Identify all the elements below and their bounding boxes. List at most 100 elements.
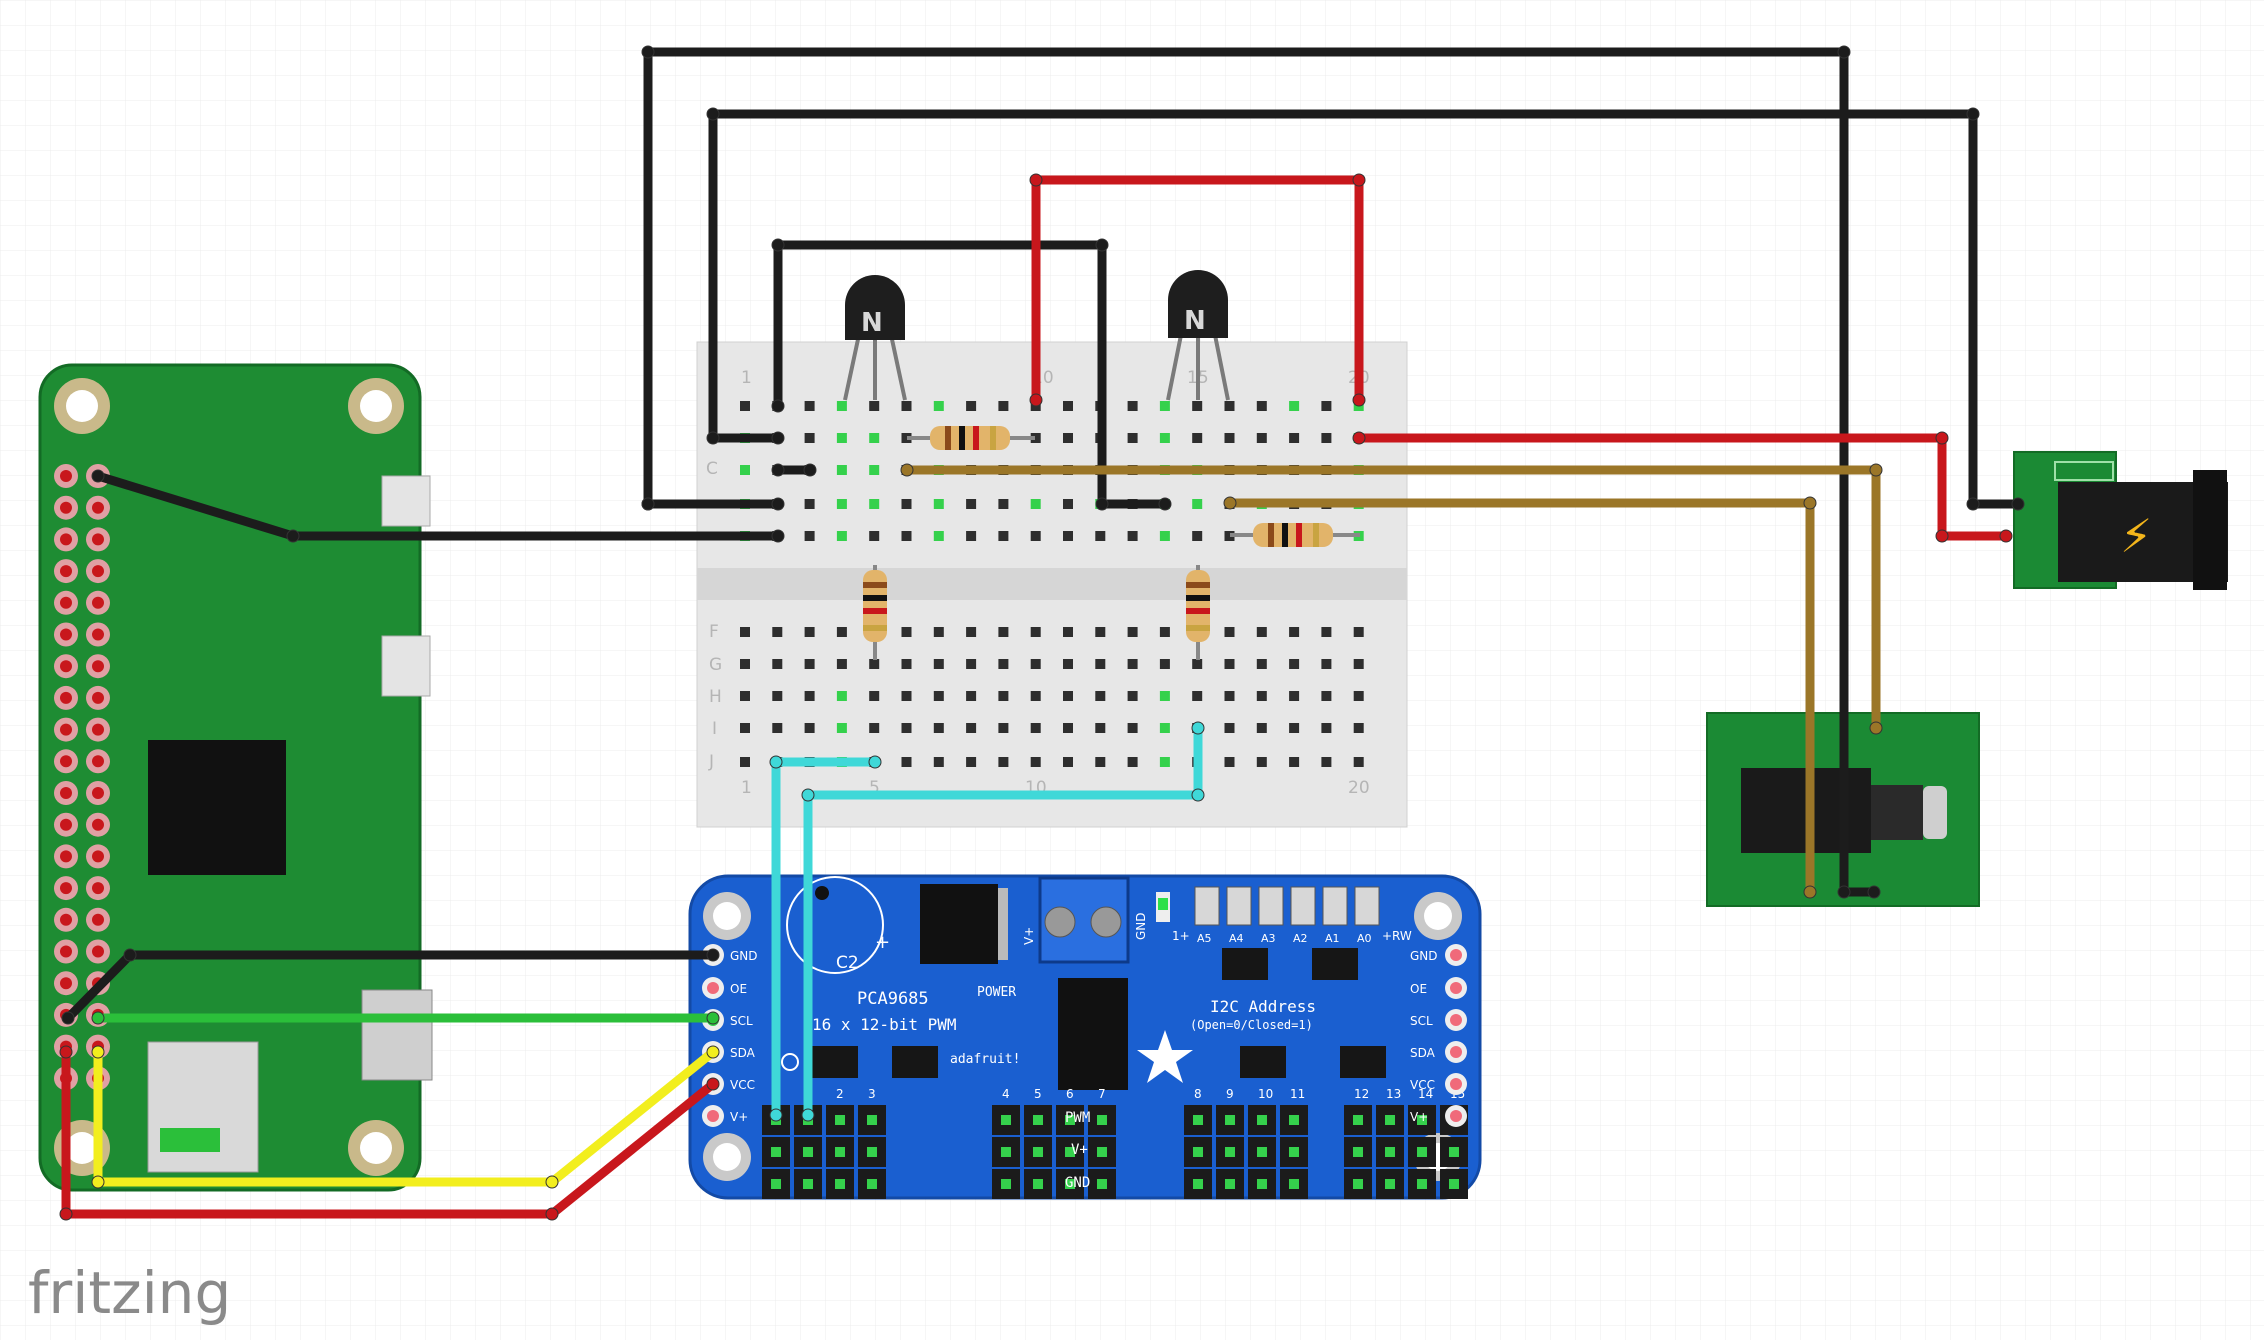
resistor-array-chip: [892, 1046, 938, 1078]
breadboard-hole: [1321, 659, 1332, 669]
breadboard-hole: [998, 627, 1009, 637]
resistor-array-chip: [1340, 1046, 1386, 1078]
breadboard-hole: [1289, 757, 1300, 767]
breadboard-hole: [1030, 757, 1041, 767]
header-pin-contact: [1449, 1179, 1459, 1189]
wire-red-1[interactable]: [1031, 175, 1364, 405]
wire-endpoint: [769, 1108, 783, 1122]
breadboard-hole: [901, 757, 912, 767]
breadboard-hole: [1063, 627, 1073, 637]
resistor-array-chip: [1222, 948, 1268, 980]
breadboard-hole: [1063, 659, 1073, 669]
wire-endpoint: [641, 497, 655, 511]
address-jumper[interactable]: [1354, 886, 1380, 926]
gpio-pin-hole: [60, 470, 72, 482]
gpio-pin-hole: [92, 818, 104, 831]
breadboard-hole: [1192, 401, 1203, 411]
breadboard-hole: [1159, 659, 1170, 669]
gpio-pin-hole: [60, 913, 72, 926]
dc-power-jack[interactable]: ⚡: [2013, 451, 2228, 590]
wire-yellow-1[interactable]: [93, 1047, 718, 1187]
header-pin-contact: [1065, 1179, 1075, 1189]
breadboard-hole: [1095, 723, 1106, 733]
breadboard-hole: [740, 723, 750, 733]
side-pin-label-left: VCC: [730, 1078, 755, 1092]
fritzing-logo: fritzing: [28, 1259, 231, 1327]
wire-red-3[interactable]: [61, 1047, 718, 1219]
header-pin-contact: [1033, 1115, 1043, 1125]
header-pin-contact: [1065, 1115, 1075, 1125]
pca9685-title: PCA9685: [857, 989, 929, 1009]
wire-endpoint: [706, 1011, 720, 1025]
breadboard-hole: [1127, 691, 1138, 701]
channel-number: 9: [1226, 1087, 1234, 1101]
gpio-pin-hole: [92, 913, 104, 926]
raspberry-pi-zero[interactable]: [38, 363, 433, 1192]
transistor-1-label: N: [861, 308, 883, 338]
address-jumper[interactable]: [1322, 886, 1348, 926]
breadboard-hole: [1159, 627, 1170, 637]
breadboard-hole: [933, 691, 944, 701]
address-jumper[interactable]: [1290, 886, 1316, 926]
side-pin-contact: [1450, 1110, 1462, 1122]
breadboard-hole: [740, 401, 750, 411]
wire-black-2[interactable]: [708, 109, 2023, 509]
transistor-1[interactable]: N: [843, 275, 907, 401]
breadboard-hole: [1063, 433, 1073, 443]
address-jumper[interactable]: [1258, 886, 1284, 926]
gpio-pin-hole: [60, 660, 72, 673]
breadboard-hole: [933, 723, 944, 733]
header-pin-contact: [803, 1179, 813, 1189]
breadboard-hole: [1159, 531, 1170, 541]
wire-endpoint: [771, 463, 785, 477]
gpio-pin-hole: [60, 977, 72, 990]
breadboard-hole: [1224, 691, 1235, 701]
side-pin-label-left: GND: [730, 949, 758, 963]
wire-red-2[interactable]: [1354, 433, 2011, 541]
breadboard-hole: [772, 723, 783, 733]
row-label-h: H: [709, 687, 722, 707]
gpio-pin-hole: [60, 501, 72, 514]
breadboard-hole: [869, 499, 880, 509]
wire-endpoint: [1352, 431, 1366, 445]
wire-endpoint: [641, 45, 655, 59]
breadboard-hole: [1127, 723, 1138, 733]
transistor-2[interactable]: N: [1166, 270, 1230, 401]
breadboard-hole: [836, 627, 847, 637]
side-pin-label-left: SCL: [730, 1014, 753, 1028]
breadboard-hole: [1224, 433, 1235, 443]
row-label-j: J: [708, 752, 714, 772]
breadboard-hole: [1256, 723, 1267, 733]
breadboard-hole: [869, 401, 880, 411]
wire-cyan-2[interactable]: [803, 723, 1203, 1120]
wire-endpoint: [91, 469, 105, 483]
channel-number: 5: [1034, 1087, 1042, 1101]
breadboard-hole: [1321, 401, 1332, 411]
header-pin-contact: [1033, 1179, 1043, 1189]
address-jumper[interactable]: [1194, 886, 1220, 926]
breadboard-hole: [740, 691, 750, 701]
breadboard-hole: [933, 659, 944, 669]
breadboard-hole: [1030, 499, 1041, 509]
wire-endpoint: [1837, 45, 1851, 59]
breadboard-hole: [966, 659, 977, 669]
wire-endpoint: [123, 948, 137, 962]
breadboard-hole: [869, 531, 880, 541]
header-pin-contact: [1385, 1179, 1395, 1189]
breadboard-hole: [1353, 757, 1364, 767]
breadboard-hole: [1159, 691, 1170, 701]
resistors: [863, 426, 1360, 660]
breadboard-hole: [772, 659, 783, 669]
breadboard-hole: [836, 723, 847, 733]
wire-endpoint: [1095, 238, 1109, 252]
address-label: A0: [1357, 932, 1372, 945]
breadboard-hole: [1256, 401, 1267, 411]
wire-endpoint: [1867, 885, 1881, 899]
address-jumper[interactable]: [1226, 886, 1252, 926]
breadboard-hole: [998, 659, 1009, 669]
breadboard-hole: [1192, 433, 1203, 443]
channel-number: 3: [868, 1087, 876, 1101]
header-pin-contact: [1001, 1147, 1011, 1157]
